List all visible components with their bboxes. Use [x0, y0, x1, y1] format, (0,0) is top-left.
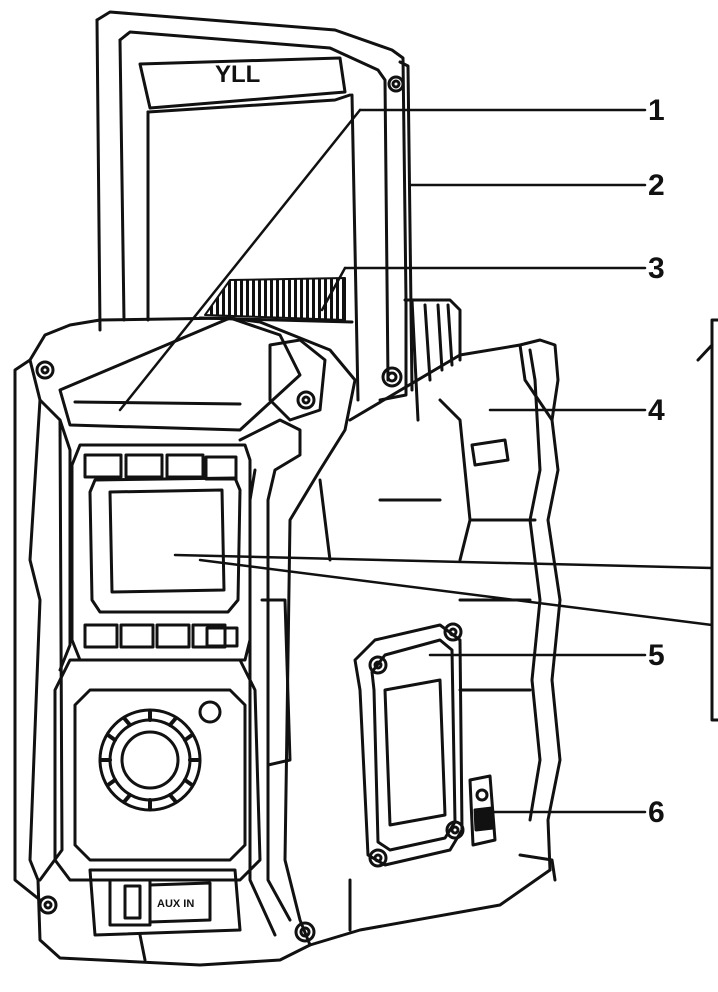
callout-3: 3	[648, 252, 665, 285]
leader-line-display-b	[198, 558, 714, 627]
front-bumper	[238, 338, 327, 943]
lower-panel	[53, 658, 262, 882]
inset-box	[696, 318, 718, 722]
callout-2: 2	[648, 169, 665, 202]
callout-4: 4	[648, 394, 665, 427]
volume-knob	[98, 708, 202, 812]
leader-line-1-diag	[118, 108, 362, 412]
callout-5: 5	[648, 639, 665, 672]
display-panel	[70, 443, 252, 662]
side-speaker	[353, 622, 465, 868]
callout-1: 1	[648, 94, 665, 127]
aux-panel	[88, 868, 242, 962]
callout-6: 6	[648, 796, 665, 829]
leader-lines	[118, 108, 714, 814]
handle-symbol: YLL	[215, 61, 260, 88]
side-port	[468, 774, 497, 847]
top-grille	[198, 277, 354, 324]
leader-line-display-a	[173, 553, 714, 570]
aux-in-label: AUX IN	[157, 898, 194, 910]
body-lower	[308, 868, 552, 947]
front-frame	[13, 316, 357, 967]
leader-line-3-diag	[320, 266, 347, 312]
antenna-handle: YLL	[95, 10, 414, 402]
